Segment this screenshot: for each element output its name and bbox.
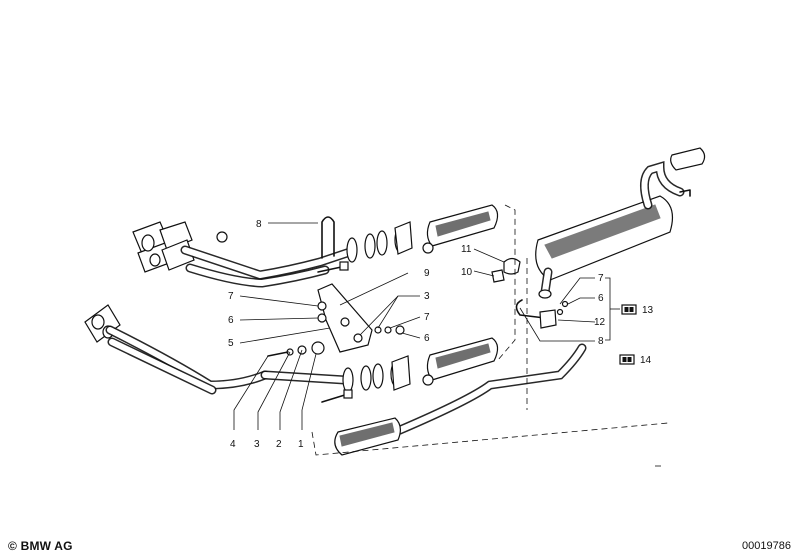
lower-front-pipe <box>84 304 587 456</box>
callout-6-right: 6 <box>424 333 430 344</box>
reference-box-13 <box>610 304 637 315</box>
upper-front-pipe <box>132 204 499 288</box>
callout-7-right: 7 <box>424 312 430 323</box>
callout-7-left: 7 <box>228 291 234 302</box>
callout-8-upper: 8 <box>256 219 262 230</box>
callout-3-right: 3 <box>424 291 430 302</box>
rear-silencer <box>491 147 706 329</box>
assembly-boundaries <box>311 204 669 456</box>
callout-1: 1 <box>298 439 304 450</box>
diagram-number: 00019786 <box>742 540 791 552</box>
callout-5: 5 <box>228 338 234 349</box>
callout-6-left: 6 <box>228 315 234 326</box>
callout-13: 13 <box>642 305 654 316</box>
callout-9: 9 <box>424 268 430 279</box>
callout-11: 11 <box>461 244 472 255</box>
copyright-label: © BMW AG <box>8 539 73 553</box>
callout-4: 4 <box>230 439 236 450</box>
leader-lines <box>233 222 611 430</box>
mounting-bracket <box>267 283 405 357</box>
callout-6-rear: 6 <box>598 293 604 304</box>
callout-3: 3 <box>254 439 260 450</box>
callout-7-rear: 7 <box>598 273 604 284</box>
callout-14: 14 <box>640 355 652 366</box>
reference-box-14 <box>619 354 635 365</box>
callout-10: 10 <box>461 267 473 278</box>
callout-8-rear: 8 <box>598 336 604 347</box>
callout-12: 12 <box>594 317 606 328</box>
callout-2: 2 <box>276 439 282 450</box>
